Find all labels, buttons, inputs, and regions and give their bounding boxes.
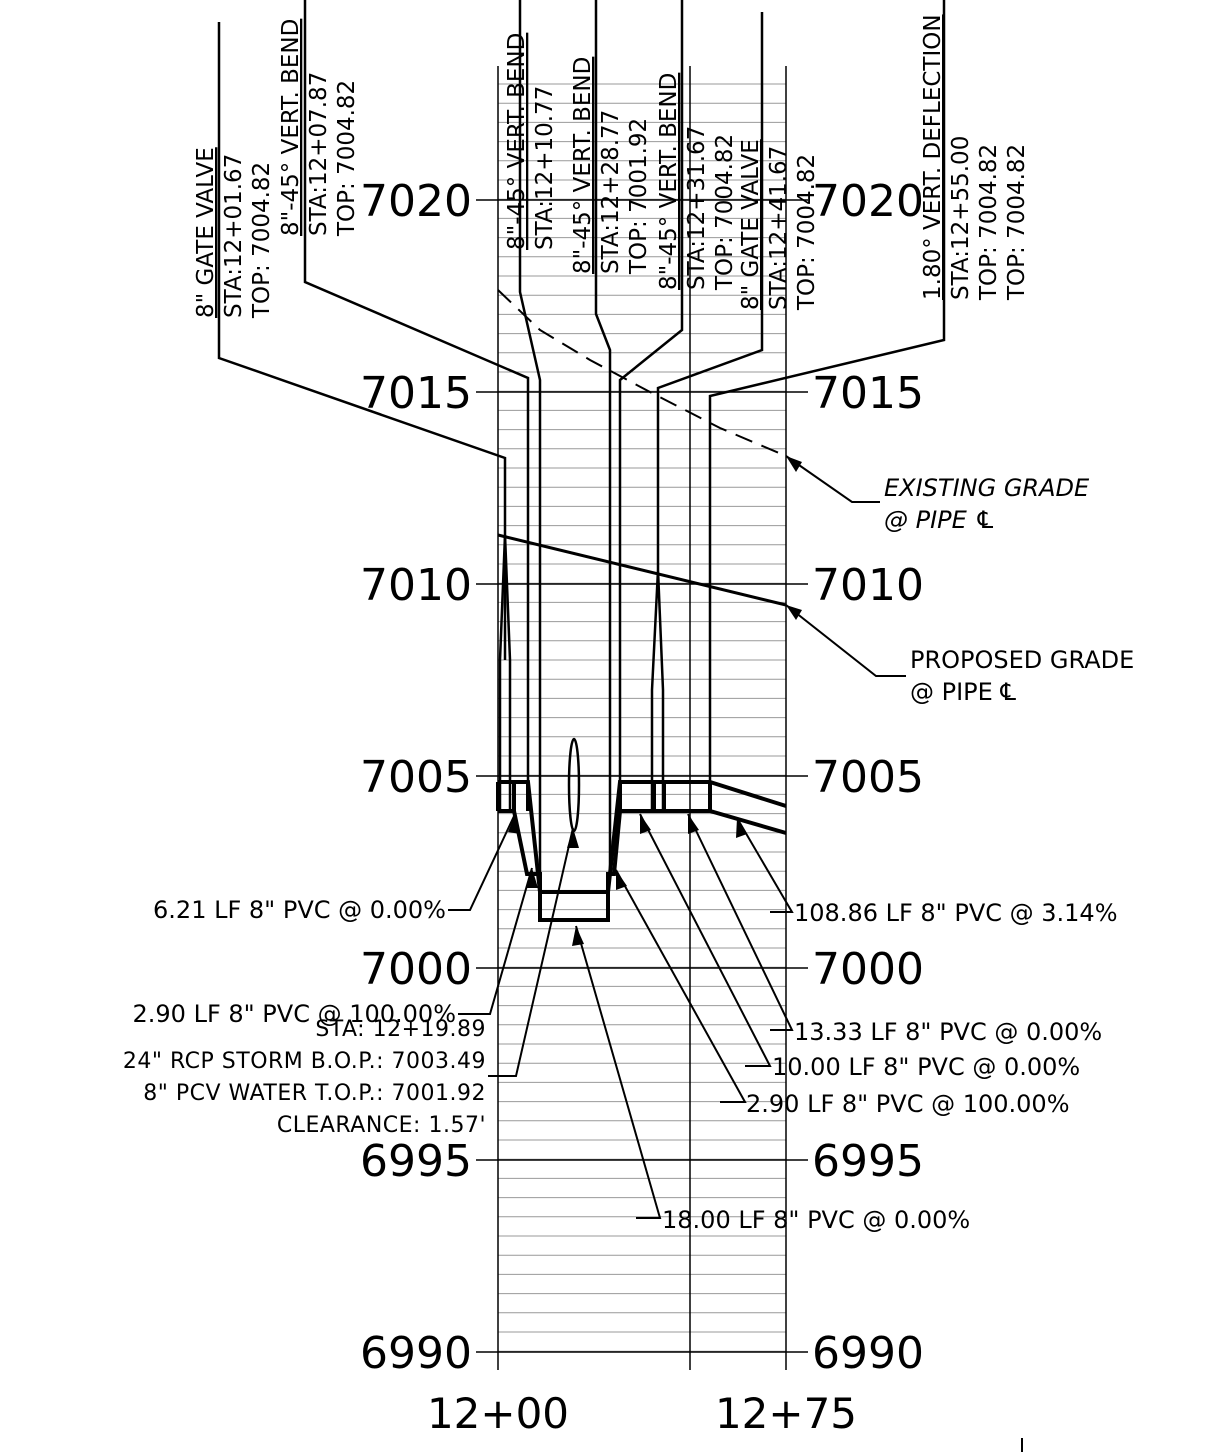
fitting-risers — [498, 534, 665, 833]
crossing-note-line: 8" PCV WATER T.O.P.: 7001.92 — [143, 1081, 486, 1106]
pipe-callout-bottom: 18.00 LF 8" PVC @ 0.00% — [662, 1206, 970, 1234]
pipe-callout-left-1: 6.21 LF 8" PVC @ 0.00% — [153, 896, 446, 924]
pipe-callout-right-2: 13.33 LF 8" PVC @ 0.00% — [794, 1018, 1102, 1046]
callout-gate-valve-1: 8" GATE VALVE STA:12+01.67 TOP: 7004.82 — [193, 147, 275, 319]
callout-line: STA:12+01.67 — [221, 154, 247, 318]
profile-grid-major — [476, 66, 808, 1370]
callout-line: TOP: 7004.82 — [334, 80, 360, 237]
elevation-label: 7000 — [360, 944, 472, 995]
elevation-label: 6995 — [812, 1136, 924, 1187]
callout-line: STA:12+41.67 — [766, 146, 792, 310]
profile-grid — [498, 83, 786, 1352]
elevation-label: 6990 — [360, 1328, 472, 1379]
elevation-label: 6995 — [360, 1136, 472, 1187]
elevation-label: 7020 — [812, 176, 924, 227]
vertical-callouts: 8" GATE VALVE STA:12+01.67 TOP: 7004.82 … — [193, 14, 1030, 319]
callout-vert-bend-4: 8"-45° VERT. BEND STA:12+31.67 TOP: 7004… — [656, 73, 738, 291]
elevation-labels-right: 7020 7015 7010 7005 7000 6995 6990 — [812, 176, 924, 1379]
elevation-label: 7005 — [360, 752, 472, 803]
callout-line: 8"-45° VERT. BEND — [278, 19, 304, 236]
proposed-grade-label: @ PIPE ℄ — [910, 678, 1016, 706]
callout-line: TOP: 7001.92 — [626, 118, 652, 275]
callout-line: STA:12+55.00 — [948, 136, 974, 300]
pipe-callout-right-3: 10.00 LF 8" PVC @ 0.00% — [772, 1053, 1080, 1081]
callout-line: TOP: 7004.82 — [976, 144, 1002, 301]
pipe-callout-right-1: 108.86 LF 8" PVC @ 3.14% — [794, 899, 1118, 927]
elevation-label: 7020 — [360, 176, 472, 227]
proposed-grade-label: PROPOSED GRADE — [910, 646, 1134, 674]
existing-grade-callout: EXISTING GRADE @ PIPE ℄ — [785, 455, 1090, 534]
callout-line: STA:12+10.77 — [532, 86, 558, 250]
crossing-note: STA: 12+19.89 24" RCP STORM B.O.P.: 7003… — [123, 1017, 486, 1138]
elevation-labels-left: 7020 7015 7010 7005 7000 6995 6990 — [360, 176, 472, 1379]
station-label: 12+00 — [427, 1389, 569, 1438]
callout-line: 8" GATE VALVE — [738, 139, 764, 310]
existing-grade-line — [497, 289, 787, 457]
callout-vert-deflection: 1.80° VERT. DEFLECTION STA:12+55.00 TOP:… — [920, 14, 1030, 301]
callout-arrowheads — [508, 814, 747, 946]
pipe-segment-callouts — [448, 813, 794, 1219]
callout-gate-valve-2: 8" GATE VALVE STA:12+41.67 TOP: 7004.82 — [738, 139, 820, 311]
callout-line: TOP: 7004.82 — [794, 154, 820, 311]
elevation-label: 7000 — [812, 944, 924, 995]
callout-line: STA:12+07.87 — [306, 72, 332, 236]
callout-vert-bend-2: 8"-45° VERT. BEND STA:12+10.77 — [504, 33, 558, 250]
proposed-grade-line — [497, 533, 787, 607]
callout-line: TOP: 7004.82 — [249, 162, 275, 319]
callout-line: STA:12+31.67 — [684, 126, 710, 290]
station-label: 12+75 — [715, 1389, 857, 1438]
proposed-grade-callout: PROPOSED GRADE @ PIPE ℄ — [785, 604, 1134, 706]
callout-line: 8"-45° VERT. BEND — [656, 73, 682, 290]
callout-line: 8"-45° VERT. BEND — [504, 33, 530, 250]
elevation-label: 7010 — [812, 560, 924, 611]
existing-grade-label: @ PIPE ℄ — [884, 506, 996, 534]
callout-line: TOP: 7004.82 — [712, 134, 738, 291]
callout-vert-bend-3: 8"-45° VERT. BEND STA:12+28.77 TOP: 7001… — [570, 57, 652, 275]
callout-line: 8"-45° VERT. BEND — [570, 57, 596, 274]
crossing-note-line: STA: 12+19.89 — [315, 1017, 486, 1042]
crossing-note-line: CLEARANCE: 1.57' — [277, 1113, 486, 1138]
elevation-label: 7015 — [812, 368, 924, 419]
existing-grade-label: EXISTING GRADE — [884, 474, 1090, 502]
elevation-label: 7015 — [360, 368, 472, 419]
callout-line: 8" GATE VALVE — [193, 147, 219, 318]
elevation-label: 6990 — [812, 1328, 924, 1379]
pipe-callout-right-4: 2.90 LF 8" PVC @ 100.00% — [746, 1090, 1070, 1118]
callout-leaders — [217, 0, 946, 874]
crossing-note-line: 24" RCP STORM B.O.P.: 7003.49 — [123, 1049, 486, 1074]
callout-line: STA:12+28.77 — [598, 110, 624, 274]
callout-vert-bend-1: 8"-45° VERT. BEND STA:12+07.87 TOP: 7004… — [278, 19, 360, 237]
callout-line: 1.80° VERT. DEFLECTION — [920, 14, 946, 300]
elevation-label: 7010 — [360, 560, 472, 611]
callout-line: TOP: 7004.82 — [1004, 144, 1030, 301]
pipe-callout-left-2: 2.90 LF 8" PVC @ 100.00% — [133, 1000, 457, 1028]
elevation-label: 7005 — [812, 752, 924, 803]
